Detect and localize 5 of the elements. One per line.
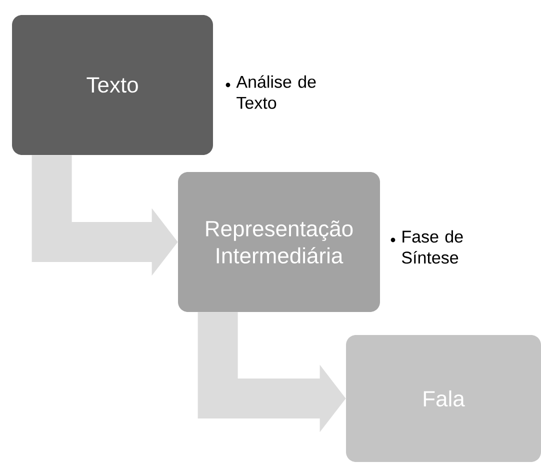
bullet-text: Análise de Texto: [236, 75, 316, 109]
process-box: Fala: [346, 334, 541, 462]
process-box: Texto: [12, 15, 213, 155]
process-box: Representação Intermediária: [178, 172, 380, 312]
bullet-text: Fase de Síntese: [402, 230, 463, 264]
